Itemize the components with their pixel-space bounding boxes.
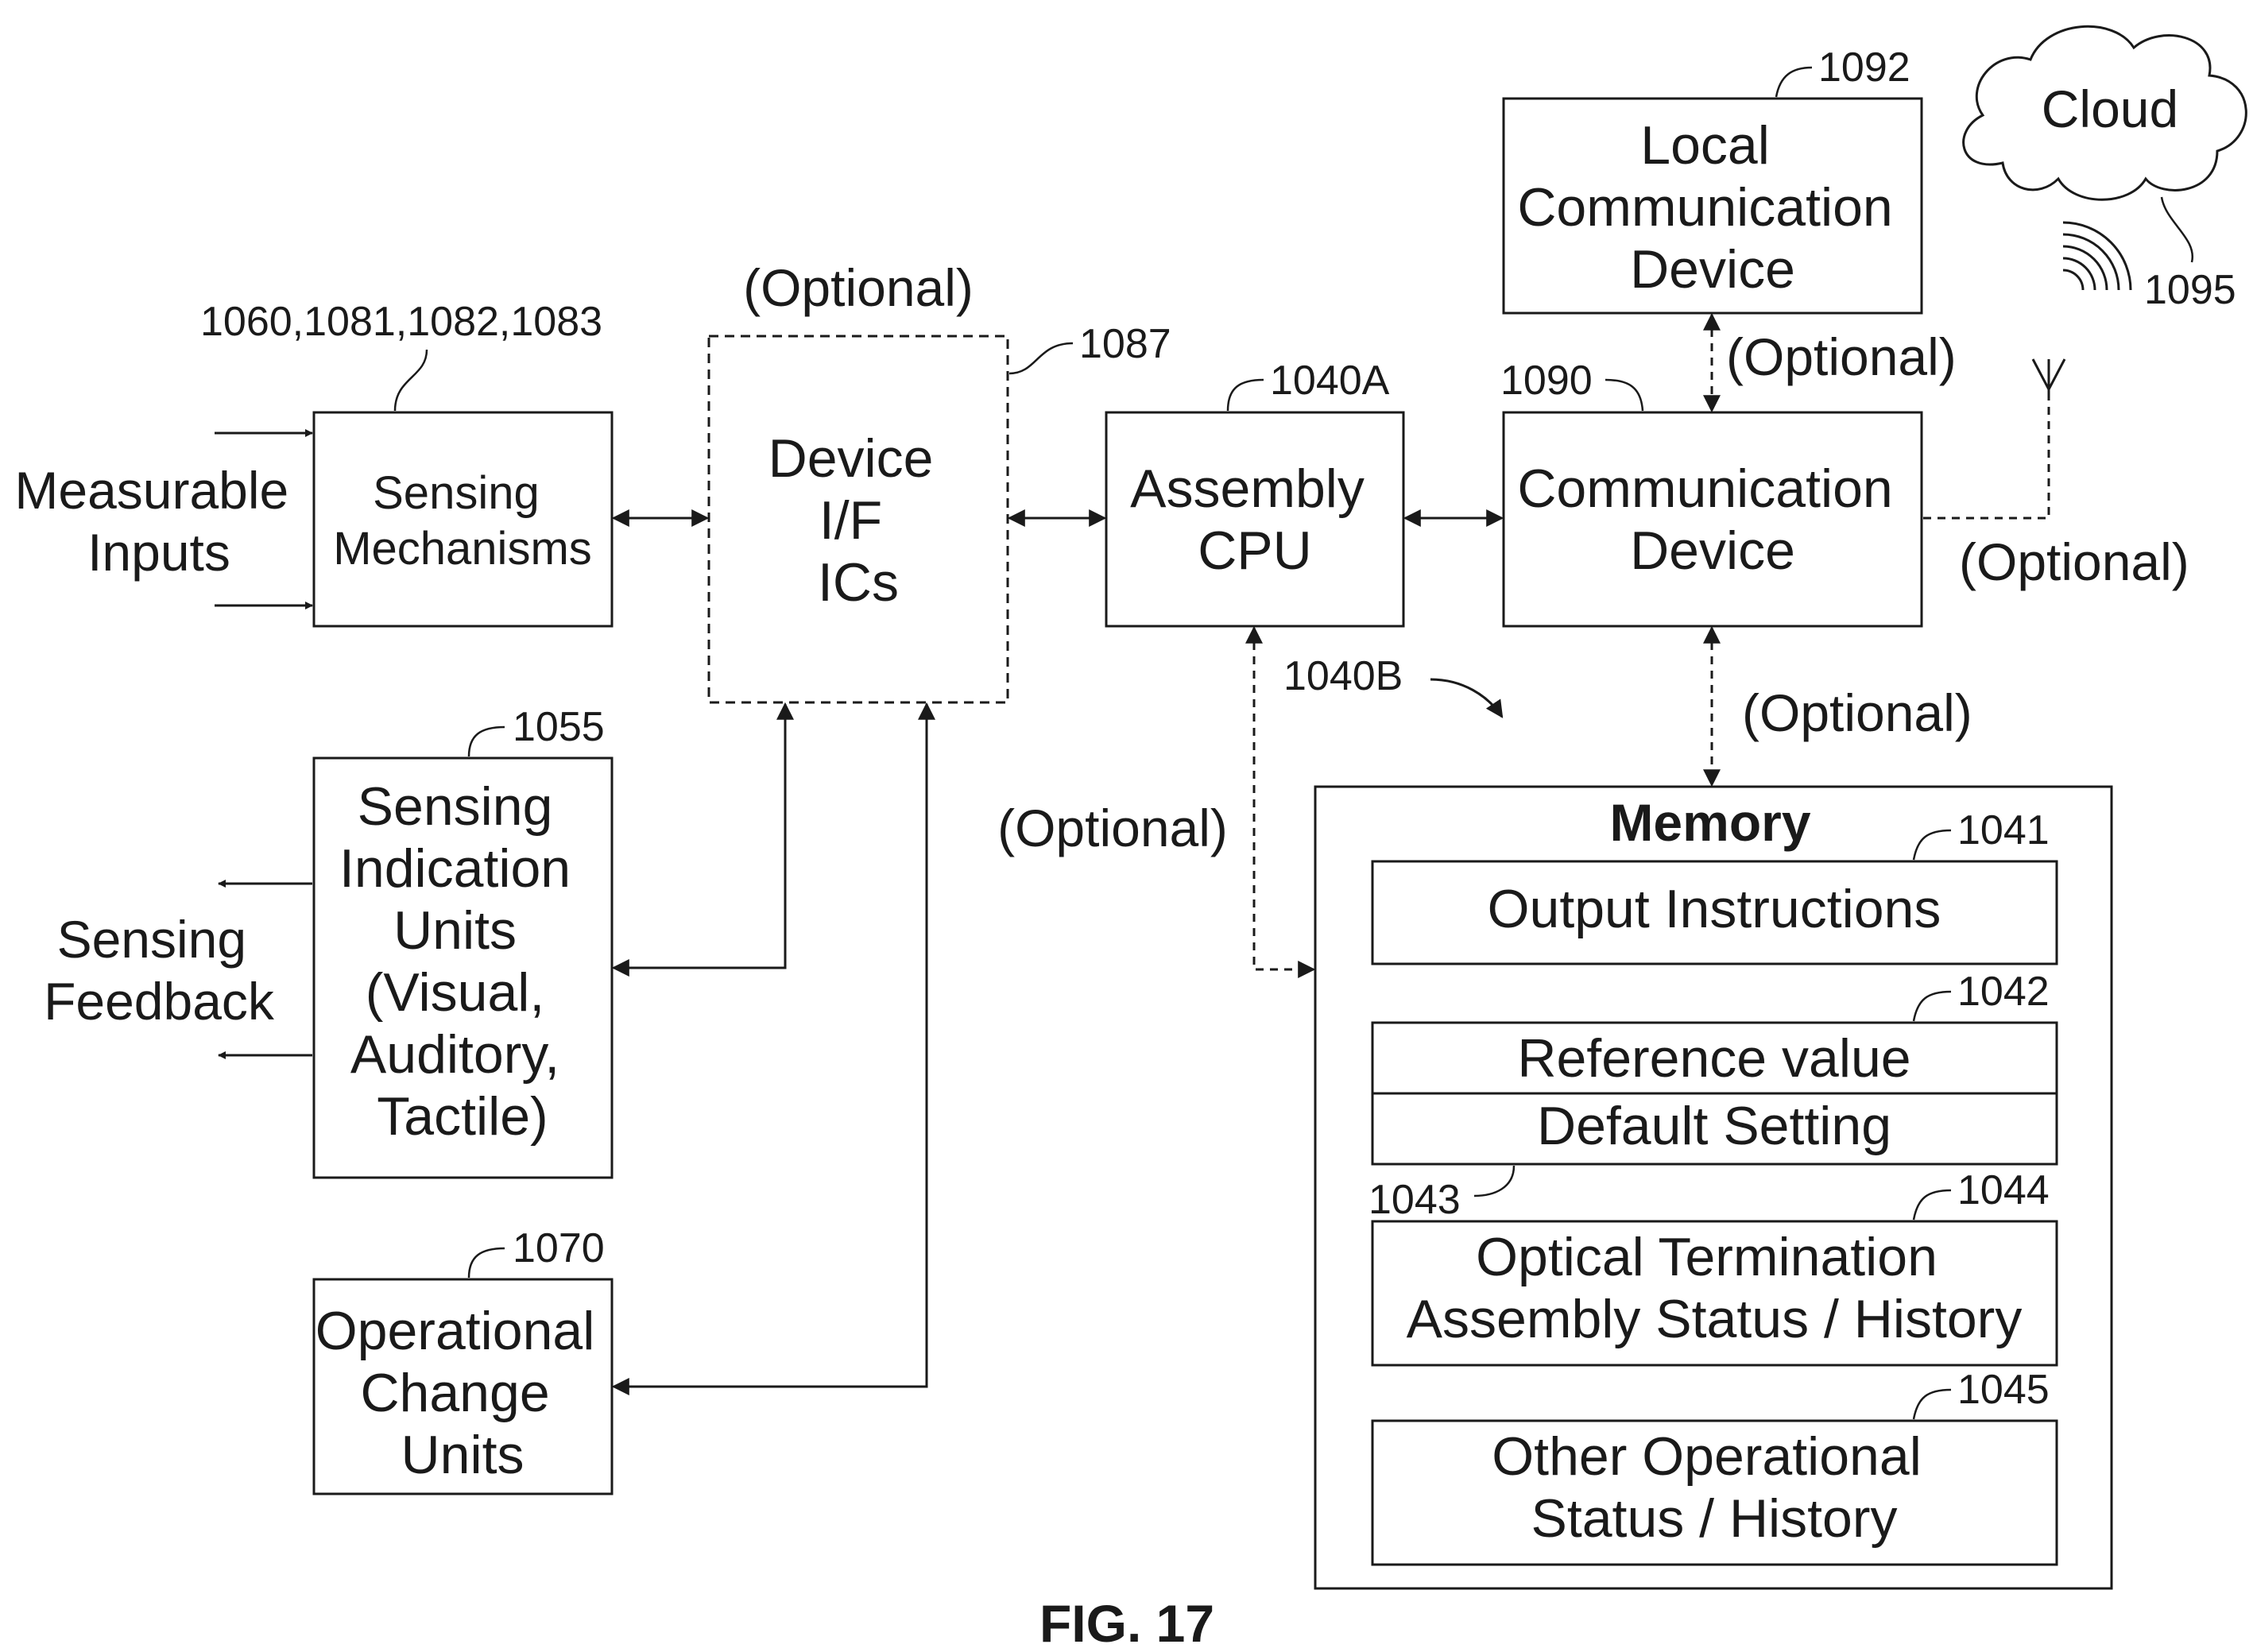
- sensing-mechanisms-label: Sensing Mechanisms: [333, 467, 592, 575]
- cpu-memory-optional-label: (Optional): [997, 799, 1228, 857]
- leader-1044: [1914, 1190, 1951, 1220]
- default-setting-label: Default Setting: [1537, 1096, 1891, 1156]
- cloud-ref: 1095: [2144, 267, 2236, 313]
- measurable-inputs-label: Measurable Inputs: [14, 461, 303, 582]
- other-operational-ref: 1045: [1957, 1367, 2050, 1413]
- leader-1090: [1605, 380, 1643, 411]
- leader-1045: [1914, 1390, 1951, 1419]
- figure-label: FIG. 17: [1039, 1594, 1214, 1652]
- leader-1042: [1914, 992, 1951, 1021]
- memory-title: Memory: [1609, 793, 1810, 852]
- operational-change-ref: 1070: [513, 1225, 605, 1271]
- memory-ref: 1040B: [1283, 653, 1403, 699]
- optical-termination-label: Optical Termination Assembly Status / Hi…: [1407, 1227, 2023, 1349]
- sensing-indication-label: Sensing Indication Units (Visual, Audito…: [339, 776, 586, 1147]
- output-instructions-label: Output Instructions: [1488, 879, 1941, 939]
- leader-1041: [1914, 830, 1951, 860]
- antenna-optional-label: (Optional): [1959, 532, 2189, 591]
- sensing-feedback-label: Sensing Feedback: [44, 910, 275, 1031]
- local-comm-ref: 1092: [1818, 44, 1910, 91]
- communication-device-label: Communication Device: [1517, 458, 1907, 581]
- leader-1060: [395, 350, 427, 411]
- operational-change-label: Operational Change Units: [315, 1301, 610, 1485]
- antenna-icon: [2033, 359, 2065, 397]
- wireless-signal-icon: [2063, 222, 2131, 290]
- local-comm-optional-label: (Optional): [1726, 327, 1957, 386]
- local-comm-label: Local Communication Device: [1517, 115, 1907, 300]
- default-setting-ref: 1043: [1368, 1177, 1461, 1223]
- cloud-label: Cloud: [2042, 79, 2178, 138]
- sensing-mechanisms-box: [314, 412, 612, 626]
- deviceif-operational-arrow: [614, 704, 927, 1387]
- leader-1092: [1776, 68, 1812, 97]
- leader-1087: [1009, 343, 1073, 373]
- reference-value-ref: 1042: [1957, 969, 2050, 1015]
- cloud-leader: [2162, 197, 2193, 262]
- reference-value-label: Reference value: [1517, 1028, 1910, 1089]
- memory-optional-label: (Optional): [1742, 683, 1972, 742]
- sensing-mechanisms-ref: 1060,1081,1082,1083: [200, 299, 602, 345]
- communication-device-ref: 1090: [1500, 358, 1593, 404]
- assembly-cpu-box: [1106, 412, 1403, 626]
- leader-1070: [469, 1248, 505, 1278]
- communication-device-box: [1504, 412, 1922, 626]
- assembly-cpu-label: Assembly CPU: [1130, 458, 1380, 581]
- sensing-indication-ref: 1055: [513, 704, 605, 750]
- memory-ref-arrow: [1430, 679, 1502, 717]
- device-if-label: Device I/F ICs: [768, 428, 949, 613]
- optical-termination-ref: 1044: [1957, 1167, 2050, 1213]
- assembly-cpu-ref: 1040A: [1270, 358, 1390, 404]
- device-if-optional-label: (Optional): [743, 258, 974, 317]
- other-operational-label: Other Operational Status / History: [1492, 1426, 1936, 1549]
- leader-1040a: [1228, 380, 1264, 411]
- leader-1055: [469, 727, 505, 756]
- output-instructions-ref: 1041: [1957, 807, 2050, 853]
- leader-1043: [1474, 1166, 1514, 1196]
- comm-antenna-line: [1923, 397, 2049, 518]
- device-if-ref: 1087: [1079, 321, 1171, 367]
- deviceif-indication-arrow: [614, 704, 785, 968]
